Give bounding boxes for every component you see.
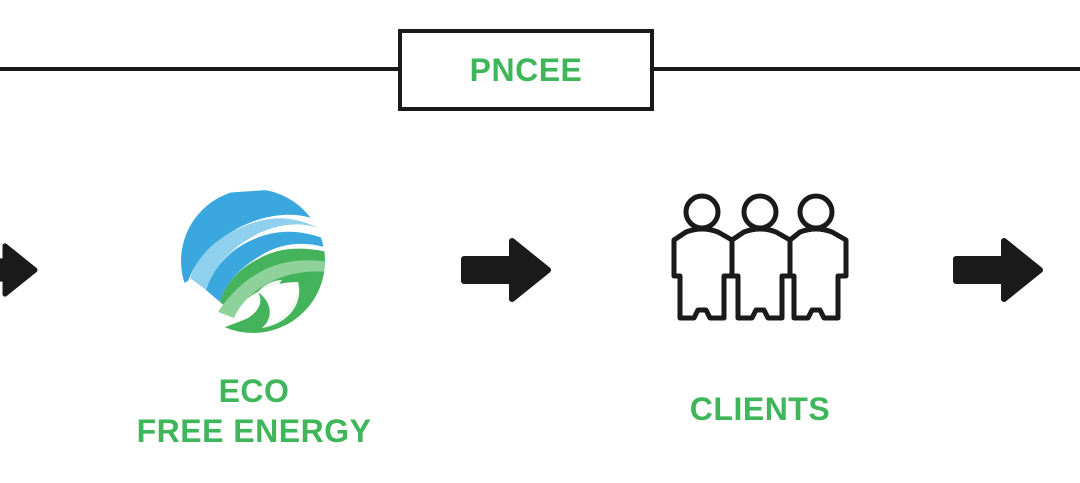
title-box: PNCEE — [398, 29, 654, 111]
arrow-right-icon — [0, 243, 38, 297]
eco-label-line1: ECO — [218, 373, 290, 409]
eco-free-energy-logo — [181, 189, 325, 333]
eco-label-line2: FREE ENERGY — [136, 413, 372, 449]
arrow-right-icon — [461, 238, 551, 302]
arrow-right-icon — [953, 238, 1043, 302]
header-rule-right — [650, 67, 1080, 71]
page-title: PNCEE — [469, 51, 583, 88]
header-rule-left — [0, 67, 400, 71]
people-icon — [671, 193, 849, 321]
clients-label: CLIENTS — [689, 391, 831, 427]
eco-free-energy-label: ECO FREE ENERGY — [104, 371, 404, 451]
